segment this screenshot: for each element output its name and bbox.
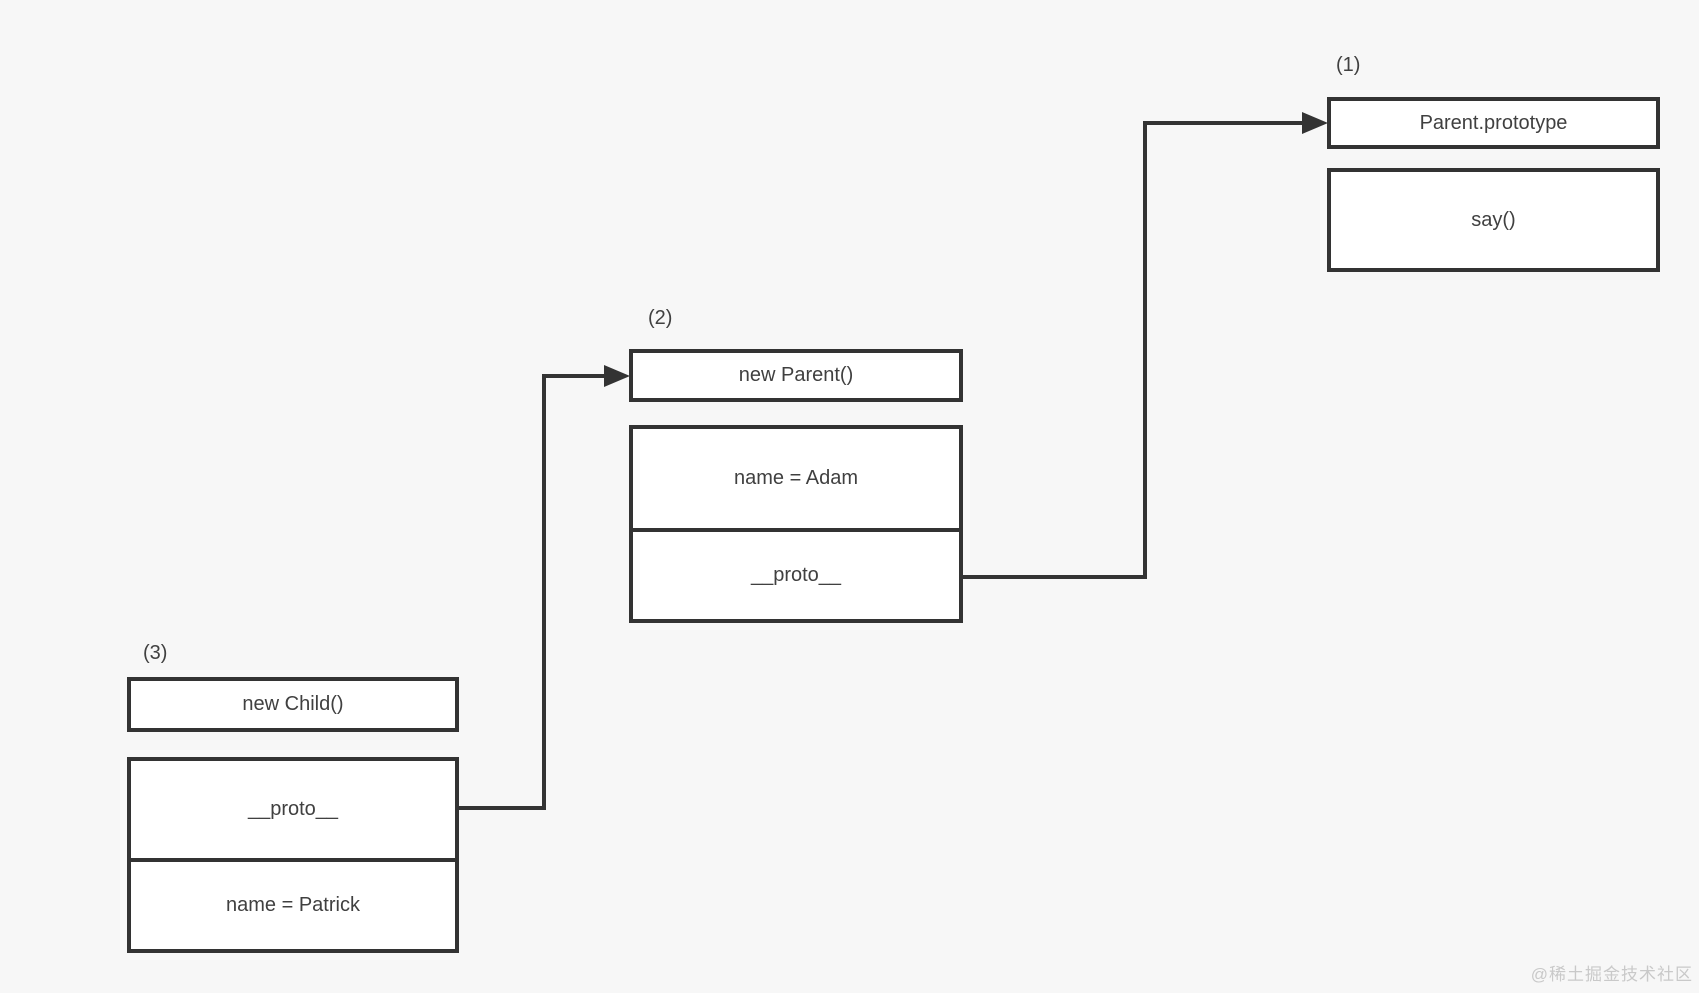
child-instance-box: __proto__ name = Patrick	[127, 757, 459, 953]
arrow-child-proto-to-new-parent	[457, 365, 630, 810]
new-parent-box: new Parent()	[629, 349, 963, 402]
new-child-title: new Child()	[242, 693, 344, 715]
step-label-1: (1)	[1336, 54, 1361, 76]
new-child-box: new Child()	[127, 677, 459, 732]
step-label-2: (2)	[648, 307, 673, 329]
parent-prototype-box: Parent.prototype	[1327, 97, 1660, 149]
arrow-parent-proto-to-parent-prototype	[959, 112, 1328, 579]
parent-instance-box: name = Adam __proto__	[629, 425, 963, 623]
parent-prototype-title: Parent.prototype	[1419, 111, 1568, 134]
say-method-label: say()	[1471, 208, 1516, 231]
name-patrick-cell: name = Patrick	[131, 858, 455, 949]
child-proto-cell: __proto__	[247, 798, 339, 820]
watermark-text: @稀土掘金技术社区	[1530, 965, 1693, 984]
step-label-3: (3)	[143, 642, 168, 664]
name-adam-cell: name = Adam	[734, 467, 858, 489]
new-parent-title: new Parent()	[738, 364, 854, 386]
say-method-box: say()	[1327, 168, 1660, 272]
parent-proto-cell: __proto__	[633, 528, 959, 619]
